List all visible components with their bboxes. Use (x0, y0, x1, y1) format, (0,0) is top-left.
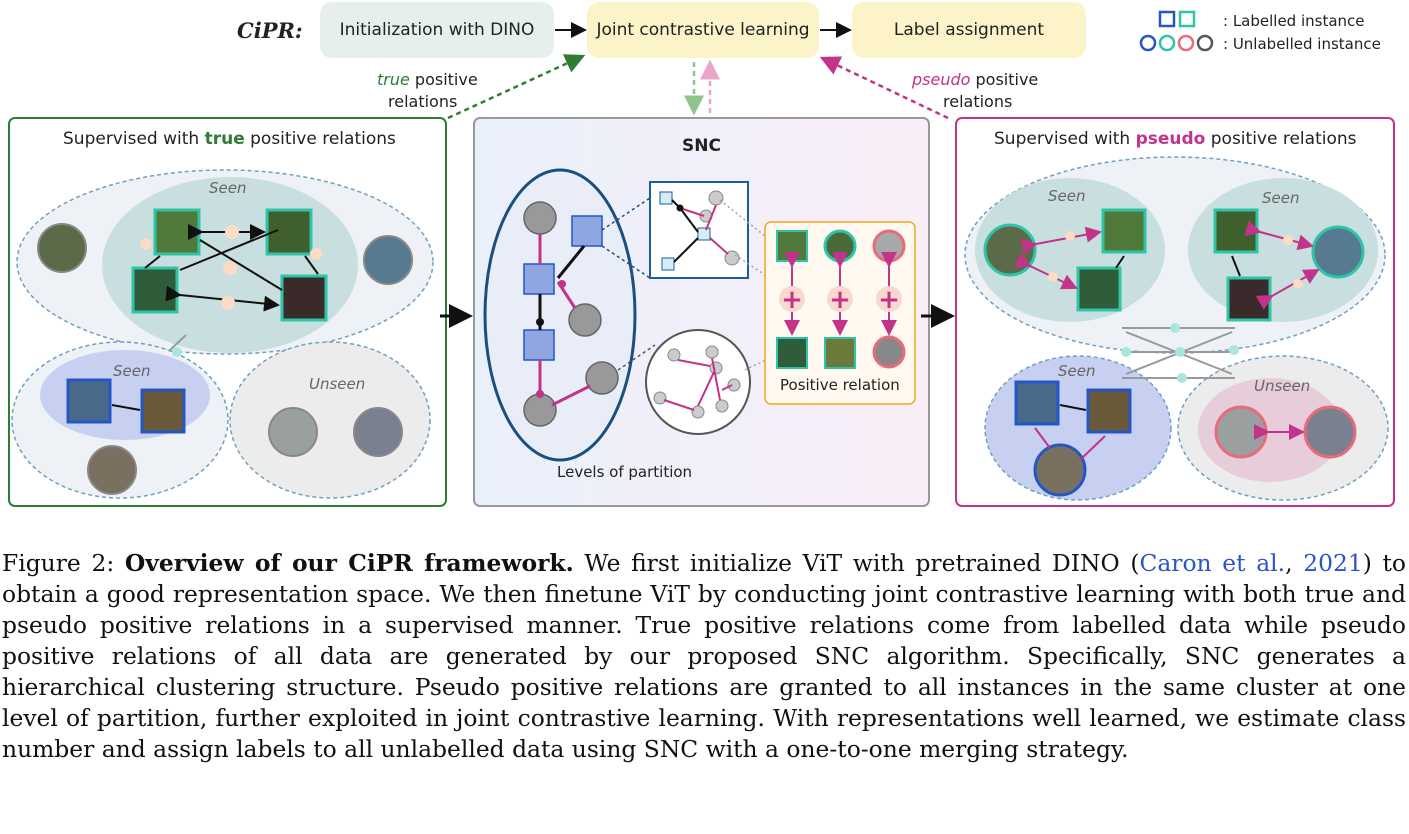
img-goose-circle (87, 445, 137, 495)
positive-relation-label: Positive relation (780, 376, 900, 394)
img-duck-4 (280, 274, 328, 322)
legend-circle-teal (1158, 34, 1176, 52)
legend-square-blue (1158, 10, 1176, 28)
citation-year[interactable]: 2021 (1303, 549, 1363, 577)
left-unseen-ellipse (229, 341, 431, 499)
legend-circle-pink (1177, 34, 1195, 52)
right-seen-a-label: Seen (1048, 187, 1086, 205)
cipr-label: CiPR: (237, 18, 303, 43)
citation-etal[interactable]: et al. (1222, 549, 1286, 577)
img-goose-2 (140, 388, 186, 434)
figure-graphics: + + + (8, 10, 1395, 507)
legend-labelled: : Labelled instance (1223, 12, 1365, 30)
partition-ellipse (483, 168, 637, 462)
right-title-bold: pseudo (1135, 129, 1206, 149)
right-seen-b-label: Seen (1262, 189, 1300, 207)
step-joint: Joint contrastive learning (587, 2, 819, 58)
img-magpie-2 (353, 407, 403, 457)
left-title-post: positive relations (244, 129, 396, 149)
legend-unlabelled: : Unlabelled instance (1223, 35, 1381, 53)
left-title-bold: true (204, 129, 245, 149)
left-unseen-label: Unseen (309, 375, 366, 393)
right-unseen-label: Unseen (1254, 377, 1311, 395)
true-word: true (377, 70, 410, 89)
pseudo-word: pseudo (912, 70, 971, 89)
step-init: Initialization with DINO (320, 2, 554, 58)
mid-panel-title: SNC (682, 136, 721, 156)
svg-text:+: + (878, 285, 900, 315)
pseudo-positive-word: positive (970, 70, 1039, 89)
pseudo-relations-label-2: relations (943, 92, 1013, 111)
legend-circle-gray (1196, 34, 1214, 52)
pseudo-relations-label: pseudo positive (912, 70, 1038, 89)
caption-text-2: ) to obtain a good representation space.… (2, 549, 1406, 763)
left-seen-label: Seen (209, 179, 247, 197)
step-label: Label assignment (852, 2, 1086, 58)
img-duck-1 (153, 208, 201, 256)
left-seen2-label: Seen (113, 362, 151, 380)
citation-author[interactable]: Caron (1139, 549, 1212, 577)
left-title-pre: Supervised with (63, 129, 205, 149)
right-title-post: positive relations (1205, 129, 1357, 149)
right-title-pre: Supervised with (994, 129, 1136, 149)
true-positive-word: positive (409, 70, 478, 89)
img-duck-circle-1 (37, 223, 87, 273)
true-relation-arrow (447, 54, 586, 120)
img-magpie-1 (268, 407, 318, 457)
img-goose-1 (66, 378, 112, 424)
svg-text:+: + (829, 285, 851, 315)
true-relations-label: true positive (377, 70, 478, 89)
caption-text-1: We first initialize ViT with pretrained … (573, 549, 1140, 577)
svg-text:+: + (781, 285, 803, 315)
citation-sep: , (1285, 549, 1304, 577)
levels-label: Levels of partition (557, 463, 693, 481)
caption-label: Figure 2: (2, 549, 125, 577)
figure: + + + (8, 2, 1395, 507)
right-panel-title: Supervised with pseudo positive relation… (994, 129, 1356, 149)
caption-bold: Overview of our CiPR framework. (124, 549, 574, 577)
img-duck-3 (131, 266, 179, 314)
right-seen-c-label: Seen (1058, 362, 1096, 380)
figure-caption: Figure 2: Overview of our CiPR framework… (2, 548, 1406, 765)
true-relations-label-2: relations (388, 92, 458, 111)
left-panel-title: Supervised with true positive relations (63, 129, 396, 149)
legend-circle-blue (1139, 34, 1157, 52)
img-duck-circle-2 (363, 235, 413, 285)
legend-square-teal (1178, 10, 1196, 28)
